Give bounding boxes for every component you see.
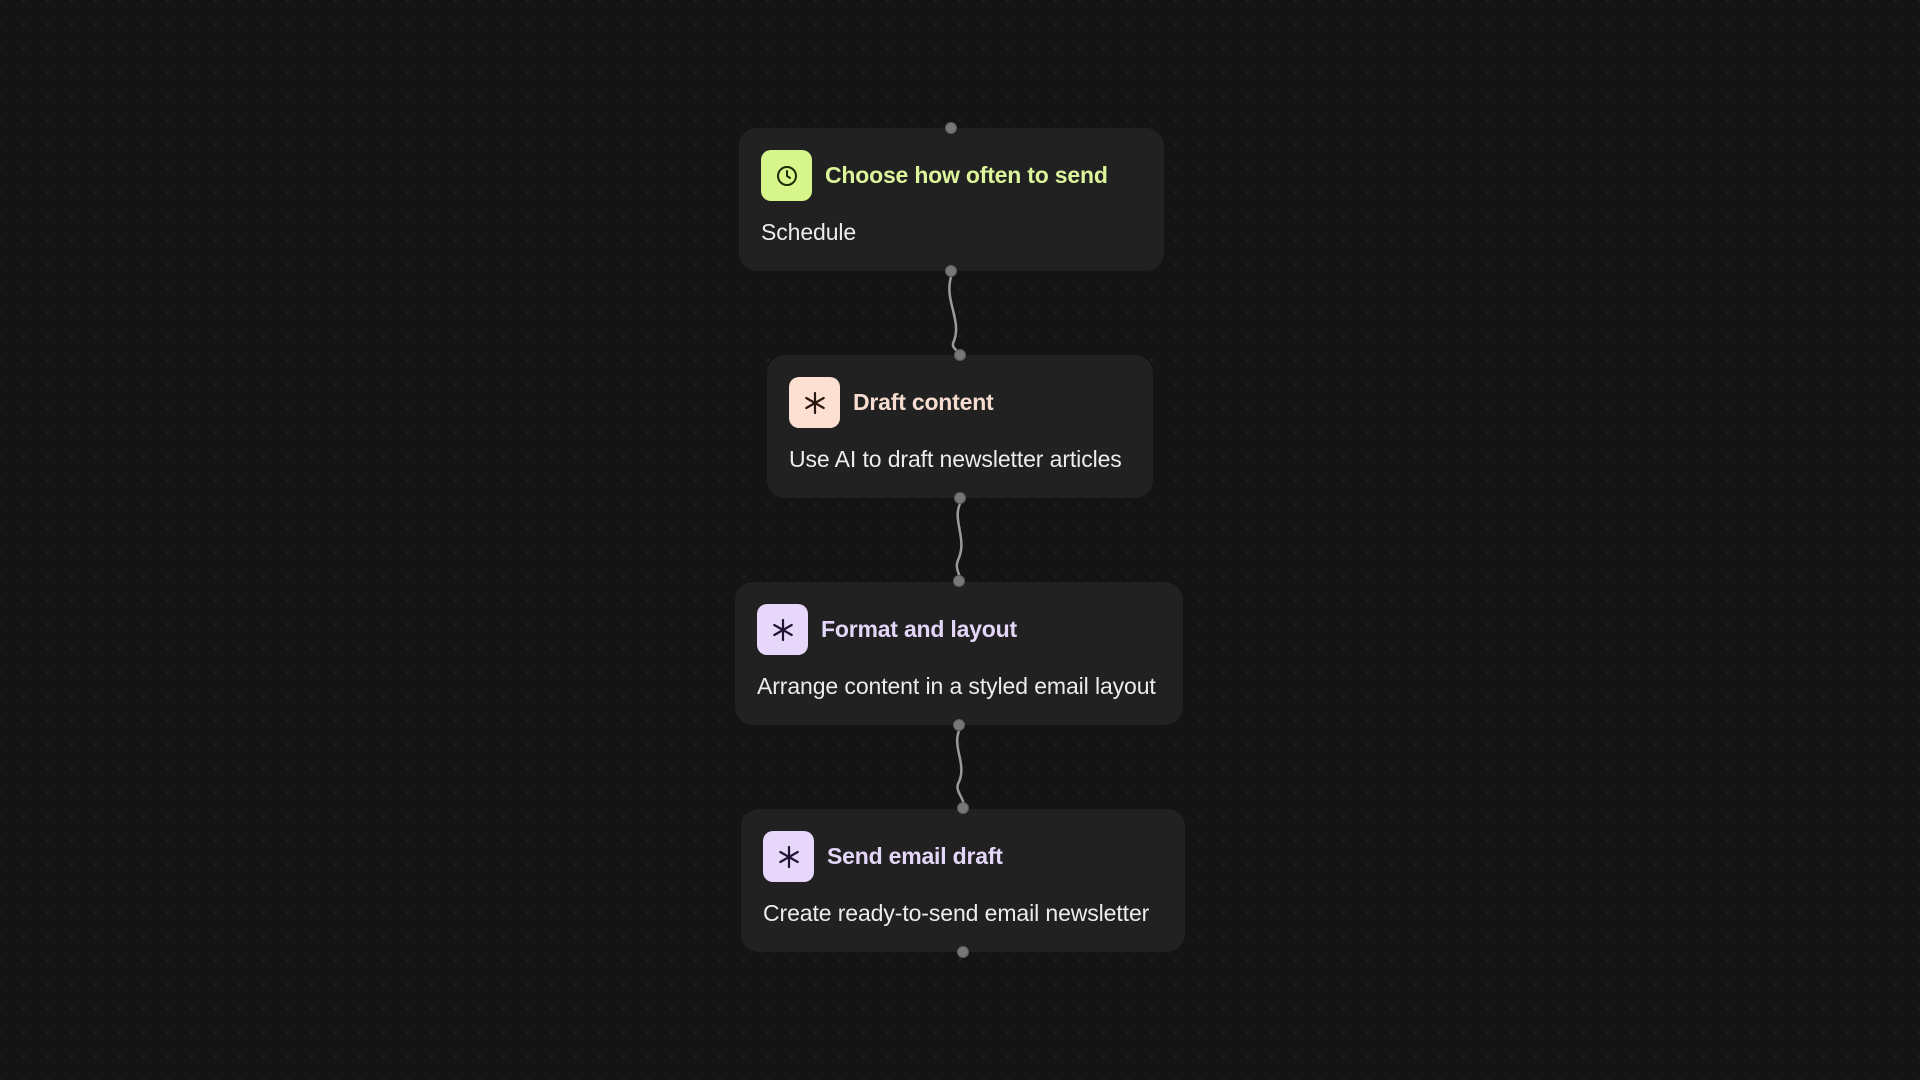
node-format-layout[interactable]: Format and layout Arrange content in a s… bbox=[735, 582, 1183, 725]
node-schedule-output-handle[interactable] bbox=[945, 265, 957, 277]
edge-format-layout-to-send-email-draft[interactable] bbox=[956, 730, 965, 808]
node-title: Draft content bbox=[853, 389, 994, 415]
node-schedule[interactable]: Choose how often to send Schedule bbox=[739, 128, 1164, 271]
node-schedule-input-handle[interactable] bbox=[945, 122, 957, 134]
sparkle-icon bbox=[763, 831, 814, 882]
node-description: Arrange content in a styled email layout bbox=[757, 673, 1156, 699]
node-header: Choose how often to send bbox=[761, 150, 1142, 201]
node-description: Use AI to draft newsletter articles bbox=[789, 446, 1122, 472]
sparkle-icon bbox=[789, 377, 840, 428]
clock-icon bbox=[761, 150, 812, 201]
node-send-email-draft-input-handle[interactable] bbox=[957, 802, 969, 814]
node-format-layout-input-handle[interactable] bbox=[953, 575, 965, 587]
edge-draft-content-to-format-layout[interactable] bbox=[955, 503, 963, 582]
node-format-layout-output-handle[interactable] bbox=[953, 719, 965, 731]
node-title: Choose how often to send bbox=[825, 162, 1108, 188]
node-header: Format and layout bbox=[757, 604, 1161, 655]
node-title: Send email draft bbox=[827, 843, 1003, 869]
node-title: Format and layout bbox=[821, 616, 1017, 642]
node-description: Create ready-to-send email newsletter bbox=[763, 900, 1150, 926]
node-send-email-draft[interactable]: Send email draft Create ready-to-send em… bbox=[741, 809, 1185, 952]
edge-schedule-to-draft-content[interactable] bbox=[948, 276, 962, 356]
node-send-email-draft-output-handle[interactable] bbox=[957, 946, 969, 958]
node-header: Send email draft bbox=[763, 831, 1163, 882]
sparkle-icon bbox=[757, 604, 808, 655]
node-header: Draft content bbox=[789, 377, 1131, 428]
node-description: Schedule bbox=[761, 219, 857, 245]
node-draft-content-output-handle[interactable] bbox=[954, 492, 966, 504]
node-draft-content[interactable]: Draft content Use AI to draft newsletter… bbox=[767, 355, 1153, 498]
node-draft-content-input-handle[interactable] bbox=[954, 349, 966, 361]
